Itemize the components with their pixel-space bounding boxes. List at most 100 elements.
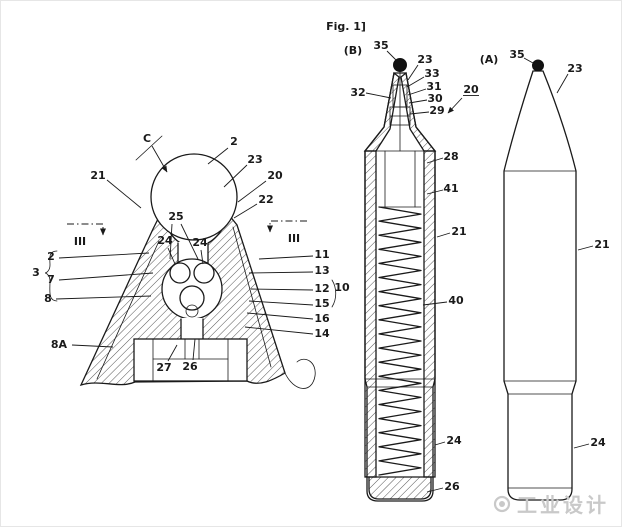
part-label: 14: [314, 327, 330, 340]
part-label: III: [74, 235, 86, 248]
section-c-line: [135, 135, 163, 161]
watermark-logo-icon: [493, 495, 511, 513]
writing-ball-a: [532, 59, 544, 72]
small-ball-right: [193, 262, 215, 284]
barrel-wall-left: [364, 150, 377, 478]
leader-line: [422, 301, 448, 306]
leader-line: [233, 203, 258, 219]
part-label: 33: [424, 67, 439, 80]
part-label: III: [288, 232, 300, 245]
barrel-wall-right: [423, 150, 436, 478]
part-label: 12: [314, 282, 329, 295]
leader-line: [447, 97, 463, 114]
part-label: 27: [156, 361, 171, 374]
inner-contour-left: [96, 240, 160, 380]
part-label: 28: [443, 150, 458, 163]
part-label: 35: [509, 48, 524, 61]
leader-line: [58, 252, 150, 259]
leader-line: [207, 147, 229, 165]
section-arrow-right: [267, 220, 307, 233]
watermark: 工业设计: [493, 489, 609, 518]
leader-line: [407, 64, 419, 81]
part-label: 26: [444, 480, 460, 493]
figure-caption: Fig. 1]: [326, 20, 366, 33]
part-label: 22: [258, 193, 273, 206]
part-label: 2: [47, 250, 55, 263]
leader-line: [106, 179, 142, 209]
cross-section-view: [44, 135, 337, 389]
leader-line: [556, 73, 569, 94]
leader-line: [71, 344, 114, 348]
part-label: 30: [427, 92, 443, 105]
exterior-view-a: [503, 59, 577, 501]
section-arrow-left: [67, 223, 106, 236]
pen-body-outline-a: [503, 70, 577, 501]
leader-line: [250, 288, 314, 291]
lower-passage: [181, 318, 203, 340]
coil-spring: [378, 206, 422, 476]
part-label: 24: [446, 434, 462, 447]
view-a-tag: (A): [480, 53, 499, 66]
leader-line: [192, 338, 196, 361]
view-b-tag: (B): [344, 44, 362, 57]
part-label: 23: [567, 62, 582, 75]
part-label: 40: [448, 294, 464, 307]
group-brace-3: [44, 250, 58, 302]
group-brace-10: [331, 279, 337, 308]
leader-line: [58, 272, 154, 281]
leader-line: [436, 232, 451, 238]
leader-line: [237, 180, 267, 203]
seat-detail: [185, 304, 199, 318]
leader-line: [386, 50, 397, 61]
bottom-plug: [368, 476, 432, 500]
assembly-ref: 20: [463, 83, 479, 96]
part-label: 23: [247, 153, 262, 166]
part-label: 20: [267, 169, 283, 182]
leader-line: [426, 189, 444, 195]
part-label: 29: [429, 104, 444, 117]
leader-line: [246, 312, 314, 320]
leader-line: [365, 92, 392, 99]
part-label: 35: [373, 39, 388, 52]
leader-line: [577, 245, 594, 251]
leader-line: [248, 300, 314, 306]
part-label: 24: [192, 236, 208, 249]
leader-line: [573, 443, 590, 449]
part-label: 23: [417, 53, 432, 66]
writing-ball-b: [393, 58, 407, 72]
part-label: 31: [426, 80, 441, 93]
part-label: 8: [44, 292, 52, 305]
leader-line: [426, 487, 444, 493]
part-label: 21: [90, 169, 105, 182]
leader-line: [151, 145, 168, 173]
part-label: 10: [334, 281, 350, 294]
part-label: 13: [314, 264, 329, 277]
part-label: 24: [157, 234, 173, 247]
part-label: 26: [182, 360, 198, 373]
leader-line: [523, 57, 534, 64]
leader-line: [223, 164, 248, 188]
part-label: 3: [32, 266, 40, 279]
valve-ball: [179, 285, 205, 311]
leader-line: [407, 88, 427, 96]
part-label: 7: [47, 273, 55, 286]
part-label: 21: [451, 225, 466, 238]
watermark-text: 工业设计: [517, 493, 609, 517]
leader-line: [434, 441, 446, 446]
leader-line: [200, 249, 204, 265]
leader-line: [426, 157, 444, 164]
leader-line: [408, 99, 428, 104]
part-label: 24: [590, 436, 606, 449]
ball-section: [150, 153, 238, 241]
break-line-curl: [284, 358, 316, 389]
leader-line: [180, 223, 199, 260]
part-label: 8A: [51, 338, 68, 351]
leader-line: [244, 326, 314, 335]
part-label: 11: [314, 248, 329, 261]
inner-contour-right: [232, 226, 272, 368]
part-label: 32: [350, 86, 365, 99]
part-label: C: [143, 132, 151, 145]
leader-line: [167, 344, 178, 362]
